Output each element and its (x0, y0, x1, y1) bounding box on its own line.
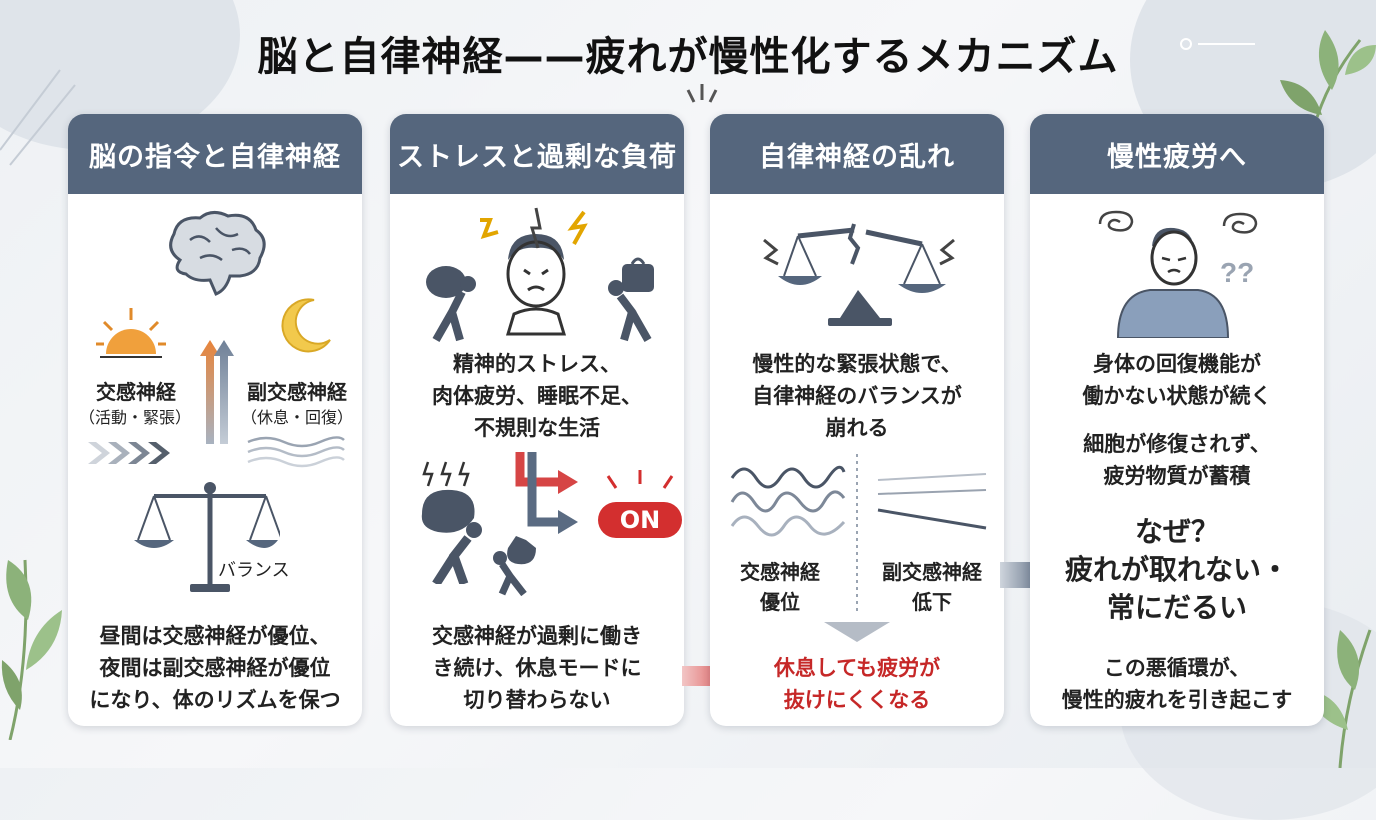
waves-icon (247, 436, 345, 468)
page-title: 脳と自律神経——疲れが慢性化するメカニズム (257, 34, 1119, 80)
svg-text:??: ?? (1220, 257, 1254, 288)
state-line: 慢性的な緊張状態で、 (752, 352, 962, 376)
why-heading: なぜ？ (1134, 515, 1219, 548)
result-line: 休息しても疲労が (773, 656, 941, 680)
card-header: 自律神経の乱れ (710, 114, 1004, 194)
conclusion-line: この悪循環が、 (1103, 656, 1251, 680)
sun-icon (96, 308, 166, 358)
parasympathetic-low-label: 副交感神経 (882, 560, 982, 584)
question-icon: ?? (1220, 257, 1254, 288)
dizzy-icon (1222, 212, 1258, 234)
divider-dots (856, 454, 858, 614)
parasympathetic-low-label: 低下 (912, 590, 952, 614)
stress-line: 精神的ストレス、 (453, 352, 621, 376)
card-autonomic-disorder: 自律神経の乱れ 慢性的な緊張状態で、 自律神経のバランスが 崩れる 交感神経 優… (710, 114, 1004, 726)
card-body-line: 交感神経が過剰に働き (432, 624, 642, 648)
card-body-line: になり、体のリズムを保つ (89, 688, 341, 712)
stress-line: 不規則な生活 (474, 416, 600, 440)
card-header: 慢性疲労へ (1030, 114, 1324, 194)
carrying-person-icon (493, 536, 536, 596)
cell-line: 細胞が修復されず、 (1083, 432, 1271, 456)
card-brain-command: 脳の指令と自律神経 交感神経 （活動・緊張） 副交感神経 （休息・回復） (68, 114, 362, 726)
card-stress-load: ストレスと過剰な負荷 精神的ストレス、 肉体疲労、睡眠不足、 不規則な生活 (390, 114, 684, 726)
parasympathetic-sub: （休息・回復） (240, 408, 353, 427)
card-chronic-fatigue: 慢性疲労へ ?? 身体の回復機能が 働かない状態が続く 細胞が修復されず、 疲労… (1030, 114, 1324, 726)
stress-line: 肉体疲労、睡眠不足、 (432, 384, 642, 408)
brain-icon (169, 211, 266, 296)
dizzy-icon (1098, 210, 1134, 232)
card-header: 脳の指令と自律神経 (68, 114, 362, 194)
bg-line-decoration (0, 69, 76, 166)
scale-icon (134, 482, 280, 592)
wave-lines-icon (730, 465, 846, 537)
why-line: 疲れが取れない・ (1064, 553, 1289, 586)
card-body-line: 夜間は副交感神経が優位 (99, 656, 331, 680)
tired-person-icon (1116, 227, 1230, 338)
balance-label: バランス (218, 560, 290, 581)
chevron-arrows-icon (88, 442, 170, 464)
result-line: 抜けにくくなる (783, 688, 931, 712)
card-header: ストレスと過剰な負荷 (390, 114, 684, 194)
recovery-line: 身体の回復機能が (1093, 352, 1261, 376)
sympathetic-dominant-label: 優位 (760, 590, 800, 614)
card-body-line: 切り替わらない (463, 688, 611, 712)
on-switch-badge: ON (598, 502, 682, 538)
cell-line: 疲労物質が蓄積 (1103, 464, 1251, 488)
lightning-icon (480, 207, 588, 249)
down-triangle-icon (824, 622, 890, 642)
moon-icon (281, 298, 331, 353)
sparkle-lines-icon (686, 84, 718, 103)
why-line: 常にだるい (1106, 591, 1247, 624)
sympathetic-dominant-label: 交感神経 (740, 560, 820, 584)
on-label: ON (619, 506, 661, 534)
leaf-decoration-icon (1, 559, 62, 740)
card-body-line: 昼間は交感神経が優位、 (99, 624, 331, 648)
sympathetic-sub: （活動・緊張） (78, 408, 191, 427)
arrow-icon (515, 452, 578, 534)
recovery-line: 働かない状態が続く (1082, 384, 1272, 408)
arrows-up-icon (200, 340, 234, 444)
carrying-person-icon (421, 489, 482, 584)
state-line: 崩れる (825, 416, 889, 440)
conclusion-line: 慢性的疲れを引き起こす (1061, 688, 1293, 712)
flat-lines-icon (877, 473, 987, 530)
bg-dot-line (1180, 38, 1255, 50)
lightning-icon (422, 461, 470, 487)
on-sparks-icon (606, 470, 674, 489)
carrying-person-icon (426, 266, 476, 342)
parasympathetic-label: 副交感神経 (247, 380, 347, 404)
stressed-face-icon (505, 234, 567, 336)
sympathetic-label: 交感神経 (96, 380, 176, 404)
card-body-line: き続け、休息モードに (432, 656, 642, 680)
state-line: 自律神経のバランスが (752, 384, 962, 408)
carrying-person-icon (608, 257, 654, 342)
broken-scale-icon (763, 223, 955, 326)
